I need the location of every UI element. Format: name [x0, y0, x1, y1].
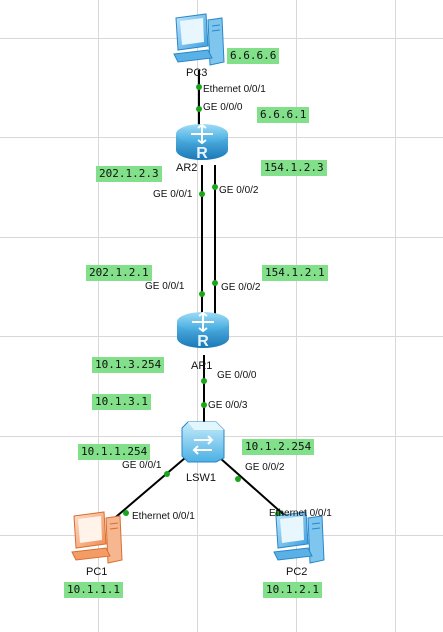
links	[109, 70, 293, 523]
link-lsw1-pc2	[219, 457, 293, 523]
ip-label-ar2-ge001: 202.1.2.3	[96, 166, 162, 182]
endpoint-dot	[123, 510, 129, 516]
port-label-ar1-ge001: GE 0/0/1	[145, 281, 185, 292]
endpoint-dot	[235, 476, 241, 482]
ip-label-lsw1-ge002: 10.1.2.254	[242, 439, 315, 455]
port-label-lsw1-ge003: GE 0/0/3	[208, 400, 248, 411]
lsw1-icon[interactable]	[181, 421, 225, 463]
port-label-lsw1-ge002: GE 0/0/2	[245, 462, 285, 473]
ip-label-ar2-ge000: 6.6.6.1	[257, 107, 310, 123]
port-label-ar2-ge002: GE 0/0/2	[219, 185, 259, 196]
endpoint-dot	[201, 402, 207, 408]
endpoint-dot	[164, 471, 170, 477]
endpoint-dot	[212, 184, 218, 190]
port-label-lsw1-ge001: GE 0/0/1	[122, 460, 162, 471]
svg-text:R: R	[196, 145, 208, 162]
ar1-icon[interactable]: R	[177, 311, 229, 350]
pc2-icon[interactable]	[273, 511, 325, 564]
endpoint-dot	[199, 191, 205, 197]
endpoint-dot	[212, 280, 218, 286]
ip-label-pc3: 6.6.6.6	[227, 48, 280, 64]
ar2-name: AR2	[176, 162, 198, 174]
port-label-ar1-ge000: GE 0/0/0	[217, 370, 257, 381]
port-label-pc2-eth: Ethernet 0/0/1	[269, 508, 332, 519]
lsw1-name: LSW1	[186, 472, 216, 484]
ip-label-ar1-ge000: 10.1.3.254	[92, 357, 165, 373]
pc3-name: PC3	[186, 67, 208, 79]
endpoint-dot	[196, 106, 202, 112]
link-lsw1-pc1	[109, 457, 186, 523]
port-label-ar2-ge001: GE 0/0/1	[153, 189, 193, 200]
ip-label-ar1-ge002: 154.1.2.1	[262, 265, 328, 281]
svg-text:R: R	[197, 333, 209, 350]
port-label-ar2-ge000: GE 0/0/0	[203, 102, 243, 113]
ar1-name: AR1	[191, 360, 213, 372]
endpoint-dot	[196, 84, 202, 90]
ip-label-ar2-ge002: 154.1.2.3	[261, 160, 327, 176]
pc1-name: PC1	[86, 566, 108, 578]
port-label-pc3-eth: Ethernet 0/0/1	[203, 84, 266, 95]
link-endpoints	[123, 84, 281, 517]
port-label-ar1-ge002: GE 0/0/2	[221, 282, 261, 293]
pc1-icon[interactable]	[71, 511, 123, 564]
ar2-icon[interactable]: R	[176, 123, 228, 162]
ip-label-lsw1-ge003: 10.1.3.1	[92, 394, 151, 410]
port-label-pc1-eth: Ethernet 0/0/1	[132, 511, 195, 522]
endpoint-dot	[199, 291, 205, 297]
ip-label-pc2: 10.1.2.1	[263, 582, 322, 598]
endpoint-dot	[201, 378, 207, 384]
ip-label-ar1-ge001: 202.1.2.1	[86, 265, 152, 281]
pc2-name: PC2	[286, 566, 308, 578]
pc3-icon[interactable]	[173, 13, 225, 66]
ip-label-lsw1-ge001: 10.1.1.254	[78, 444, 151, 460]
ip-label-pc1: 10.1.1.1	[64, 582, 123, 598]
